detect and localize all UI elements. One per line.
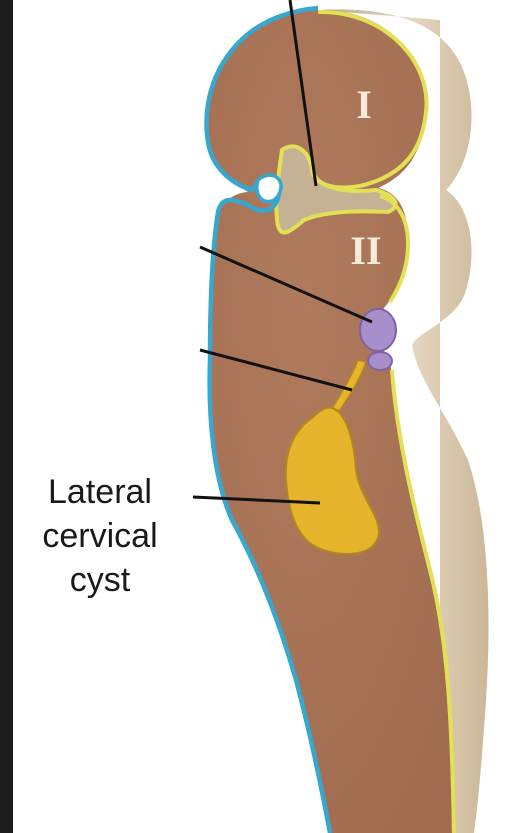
vestige-lower [368,352,392,370]
vestige-upper [360,309,396,351]
groove-loop [257,175,281,202]
cyst-label-line-1: Lateral [0,473,200,511]
cyst-label-line-3: cyst [0,561,200,599]
arch-one-label: I [356,82,372,127]
arch-two-label: II [350,228,381,273]
left-border-strip [0,0,13,833]
cyst-label-line-2: cervical [0,517,200,555]
